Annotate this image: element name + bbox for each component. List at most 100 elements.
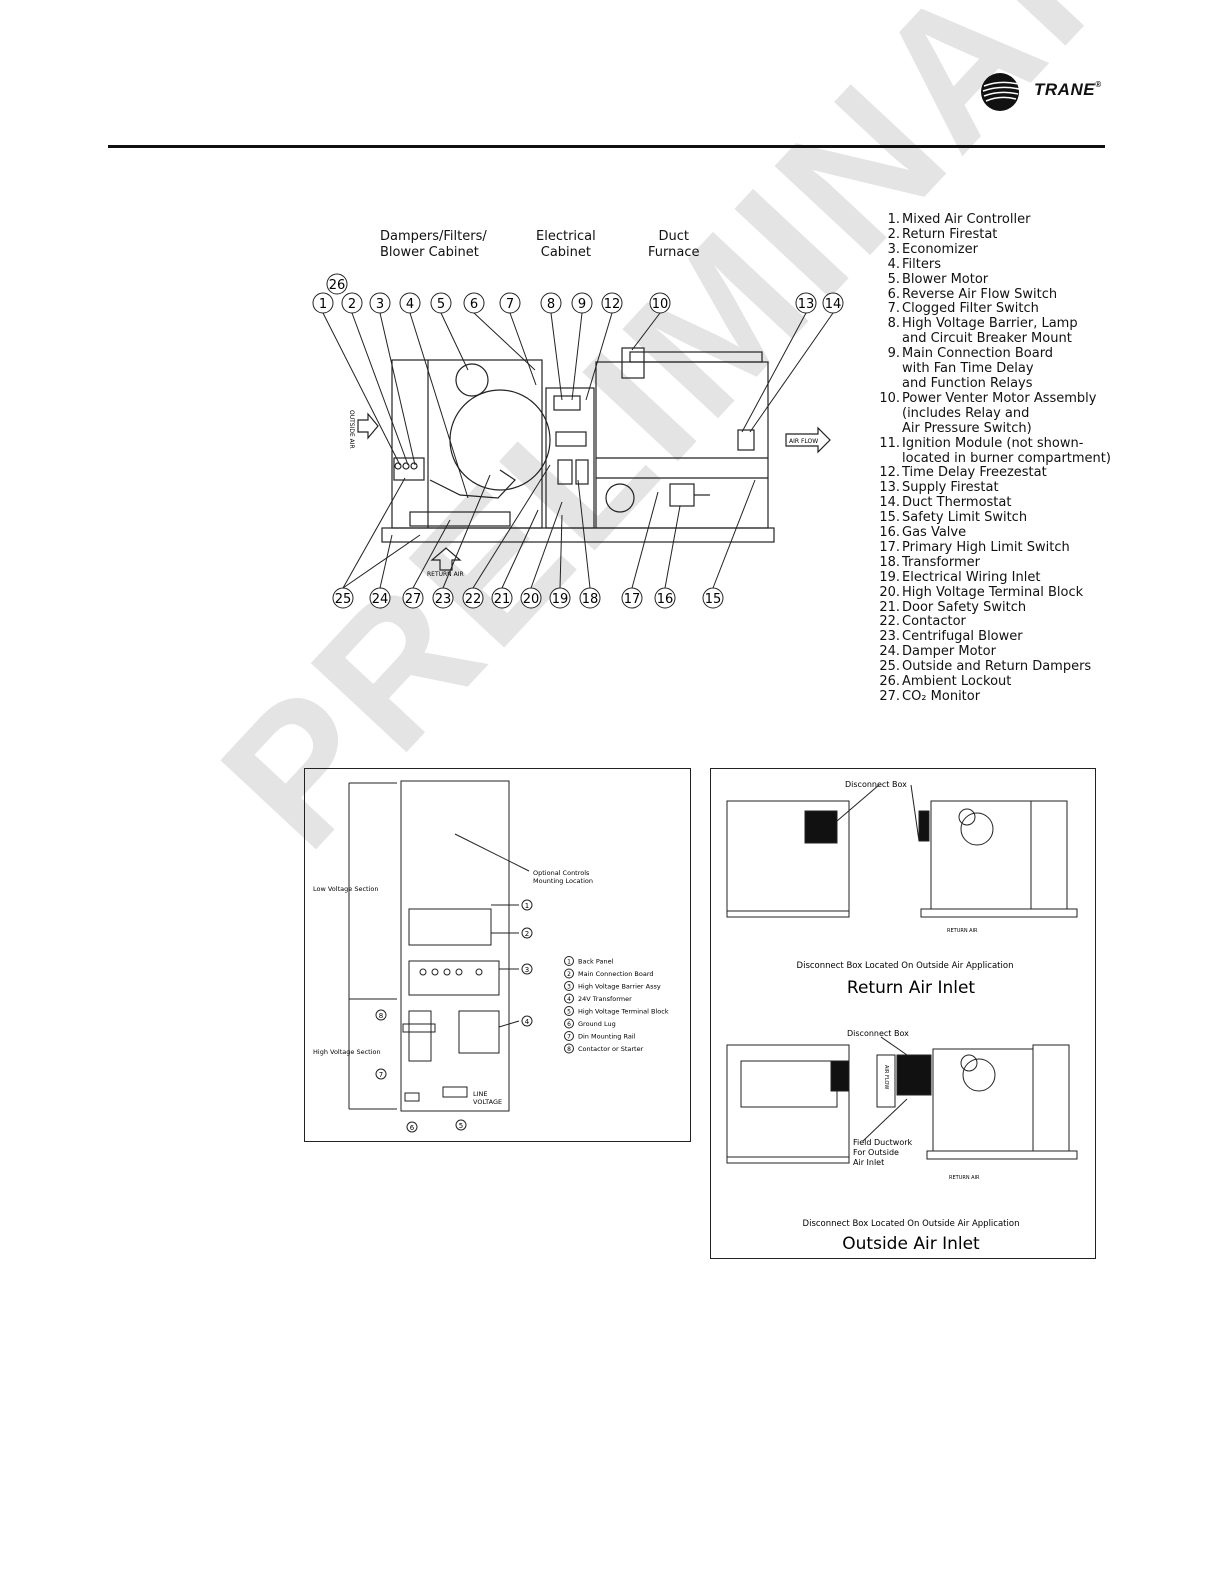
legend-number: 1. xyxy=(887,212,900,227)
legend-item: 2.Return Firestat xyxy=(872,226,1111,243)
return-air-tag-top: RETURN AIR xyxy=(947,928,978,934)
firestat-pair xyxy=(737,429,755,451)
legend-number: 4. xyxy=(887,256,900,272)
legend-text: Power Venter Motor Assembly xyxy=(902,390,1097,406)
legend-text: Safety Limit Switch xyxy=(902,510,1028,526)
page-header: TRANE® xyxy=(0,0,1224,150)
callout-6: 6 xyxy=(463,292,485,314)
legend-text: Centrifugal Blower xyxy=(902,629,1023,645)
legend-item: 5.Blower Motor xyxy=(872,272,1111,288)
legend-text: Return Firestat xyxy=(902,226,998,242)
legend-item: 27.CO₂ Monitor xyxy=(872,689,1111,705)
callout-15: 15 xyxy=(702,587,724,609)
legend-text: and Function Relays xyxy=(902,375,1033,391)
legend-item: 14.Duct Thermostat xyxy=(872,495,1111,511)
legend-item: 7.Clogged Filter Switch xyxy=(872,302,1111,317)
svg-text:26: 26 xyxy=(329,278,346,293)
svg-text:5: 5 xyxy=(567,1009,571,1016)
callout-25: 25 xyxy=(332,587,354,609)
air-flow-label: AIR FLOW xyxy=(789,438,818,445)
legend-item: 1.Mixed Air Controller xyxy=(872,212,1111,228)
svg-text:2: 2 xyxy=(525,930,529,938)
svg-text:High Voltage Terminal Block: High Voltage Terminal Block xyxy=(578,1008,669,1016)
legend-item: 12.Time Delay Freezestat xyxy=(872,466,1111,481)
svg-text:7: 7 xyxy=(379,1071,383,1079)
centrifugal-blower xyxy=(449,389,551,491)
legend-item: 21.Door Safety Switch xyxy=(872,599,1111,616)
legend-item: and Circuit Breaker Mount xyxy=(872,331,1111,347)
legend-number: 17. xyxy=(879,539,900,555)
svg-text:2: 2 xyxy=(348,297,356,312)
legend-text: Reverse Air Flow Switch xyxy=(902,286,1058,302)
legend-item: 19.Electrical Wiring Inlet xyxy=(872,570,1111,586)
legend-item: 17.Primary High Limit Switch xyxy=(872,539,1111,556)
legend-text: Duct Thermostat xyxy=(902,495,1012,511)
svg-text:20: 20 xyxy=(523,592,540,607)
header-rule xyxy=(108,145,1105,148)
legend-text: Door Safety Switch xyxy=(902,599,1027,615)
optional-controls-line1: Optional Controls xyxy=(533,869,590,877)
svg-text:6: 6 xyxy=(470,297,478,312)
legend-text: Air Pressure Switch) xyxy=(902,420,1032,436)
svg-text:13: 13 xyxy=(798,297,815,312)
svg-text:8: 8 xyxy=(379,1012,383,1020)
line-voltage-line2: VOLTAGE xyxy=(473,1098,502,1106)
legend-text: Transformer xyxy=(902,554,981,570)
legend-number: 23. xyxy=(879,629,900,645)
return-air-tag-bottom: RETURN AIR xyxy=(949,1175,980,1181)
svg-text:1: 1 xyxy=(525,902,529,910)
high-voltage-label: High Voltage Section xyxy=(313,1048,381,1056)
disconnect-box-label-bottom: Disconnect Box xyxy=(847,1029,909,1038)
legend-text: Main Connection Board xyxy=(902,346,1054,362)
svg-text:Ground Lug: Ground Lug xyxy=(578,1020,616,1028)
svg-text:19: 19 xyxy=(552,592,569,607)
svg-text:10: 10 xyxy=(652,297,669,312)
legend-number: 12. xyxy=(879,465,900,481)
callout-2: 2 xyxy=(341,292,363,314)
legend-number: 20. xyxy=(879,584,900,600)
callout-5: 5 xyxy=(430,292,452,314)
return-air-inlet-title: Return Air Inlet xyxy=(847,978,976,998)
outside-air-label: OUTSIDE AIR xyxy=(348,410,355,449)
legend-item: 13.Supply Firestat xyxy=(872,480,1111,496)
terminal-block xyxy=(442,1086,468,1098)
legend-number: 2. xyxy=(887,226,900,242)
svg-text:3: 3 xyxy=(525,966,529,974)
transformer-24v xyxy=(458,1010,500,1054)
svg-text:4: 4 xyxy=(567,996,571,1003)
legend-item: 22.Contactor xyxy=(872,615,1111,630)
legend-number: 10. xyxy=(879,390,900,406)
callout-27: 27 xyxy=(402,587,424,609)
svg-text:4: 4 xyxy=(406,297,414,312)
legend-text: Contactor xyxy=(902,614,966,630)
legend-item: 9.Main Connection Board xyxy=(872,346,1111,362)
field-ductwork-line2: For Outside xyxy=(853,1148,899,1157)
legend-item: and Function Relays xyxy=(872,375,1111,392)
callout-12: 12 xyxy=(601,292,623,314)
svg-text:7: 7 xyxy=(506,297,514,312)
contactor xyxy=(408,1010,432,1062)
return-air-label: RETURN AIR xyxy=(427,571,464,578)
legend-text: located in burner compartment) xyxy=(902,450,1111,466)
gas-valve xyxy=(669,483,695,507)
legend-text: High Voltage Barrier, Lamp xyxy=(902,316,1078,332)
callout-21: 21 xyxy=(491,587,513,609)
legend-number: 3. xyxy=(887,241,900,257)
callout-8: 8 xyxy=(540,292,562,314)
legend-text: CO₂ Monitor xyxy=(902,689,981,704)
brand-name: TRANE® xyxy=(1034,80,1102,99)
svg-text:15: 15 xyxy=(705,592,722,607)
svg-text:16: 16 xyxy=(657,592,674,607)
callout-13: 13 xyxy=(795,292,817,314)
svg-text:24: 24 xyxy=(372,592,389,607)
disconnect-box-label-top: Disconnect Box xyxy=(845,780,907,789)
svg-text:9: 9 xyxy=(578,297,586,312)
bottom-callouts: 25 24 27 23 22 21 20 19 18 17 16 15 xyxy=(332,587,724,609)
legend-item: 25.Outside and Return Dampers xyxy=(872,659,1111,675)
callout-16: 16 xyxy=(654,587,676,609)
svg-text:4: 4 xyxy=(525,1018,530,1026)
svg-text:24V Transformer: 24V Transformer xyxy=(578,995,632,1003)
burner xyxy=(605,483,635,513)
callout-9: 9 xyxy=(571,292,593,314)
